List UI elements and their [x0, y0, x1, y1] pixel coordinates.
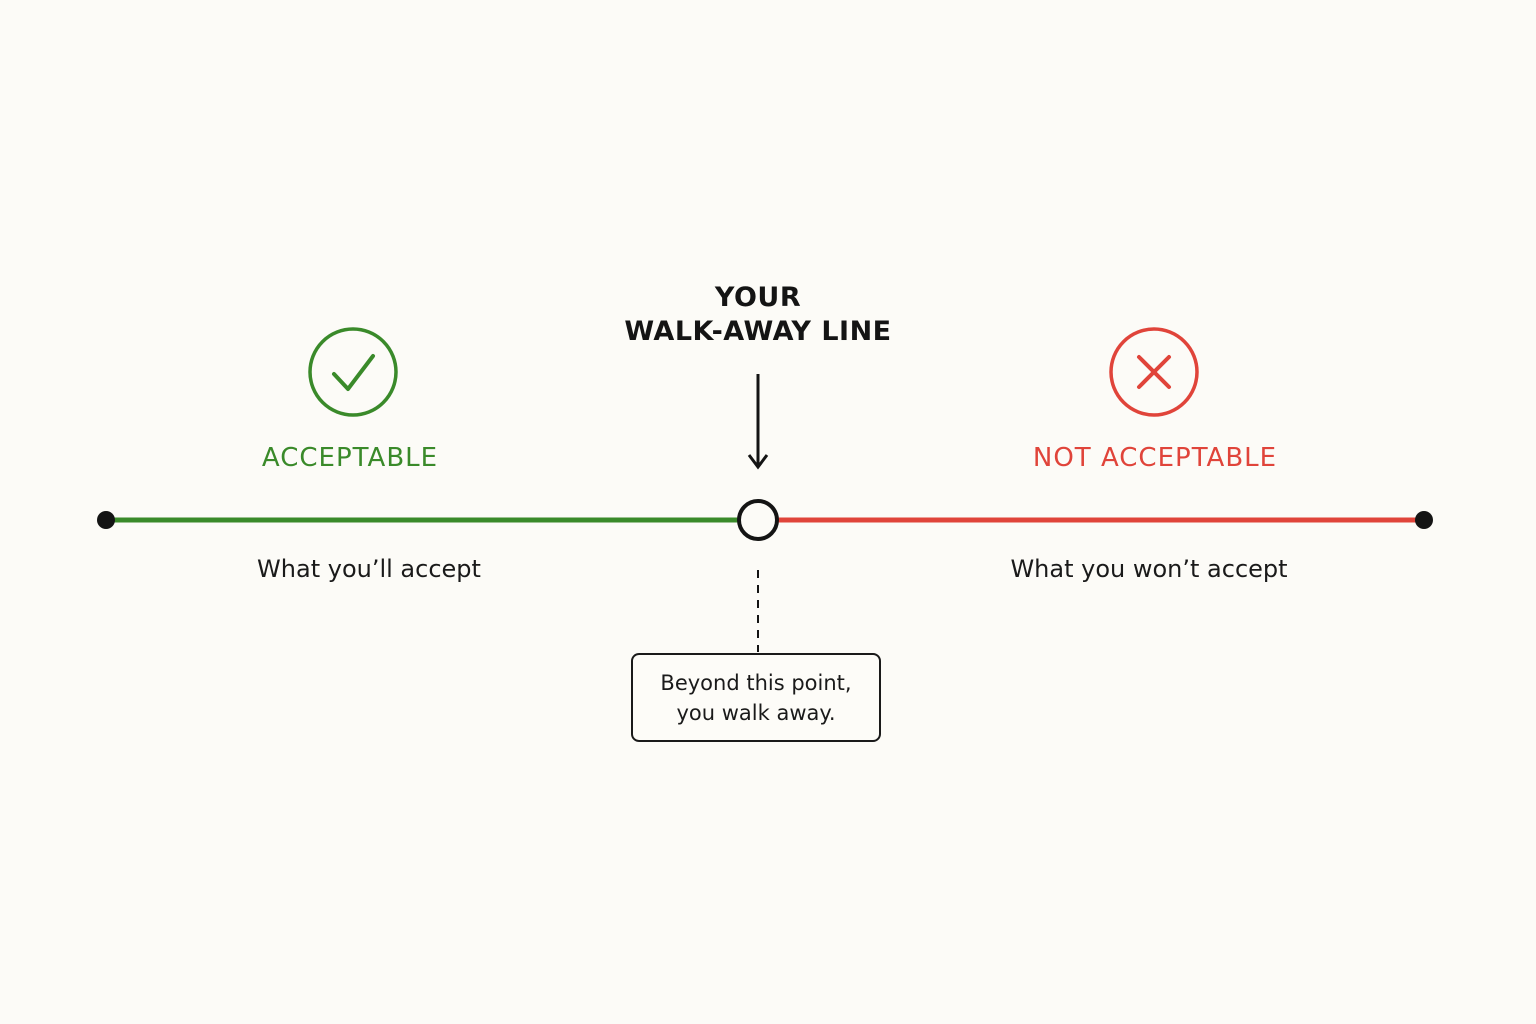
title-line-1: YOUR	[714, 282, 802, 313]
right-endpoint-dot	[1415, 511, 1433, 529]
down-arrow-icon	[747, 374, 769, 470]
note-line-2: you walk away.	[676, 700, 836, 725]
left-endpoint-dot	[97, 511, 115, 529]
x-circle-icon	[1109, 327, 1199, 417]
not-acceptable-label: NOT ACCEPTABLE	[1032, 443, 1278, 473]
not-acceptable-caption: What you won’t accept	[1010, 555, 1288, 583]
walk-away-note: Beyond this point, you walk away.	[631, 653, 881, 742]
walk-away-point-marker	[737, 499, 779, 541]
diagram-title: YOUR WALK-AWAY LINE	[558, 281, 958, 349]
acceptable-label: ACCEPTABLE	[261, 443, 439, 473]
acceptable-caption: What you’ll accept	[257, 555, 481, 583]
title-line-2: WALK-AWAY LINE	[624, 316, 892, 347]
note-line-1: Beyond this point,	[660, 670, 852, 695]
check-circle-icon	[308, 327, 398, 417]
